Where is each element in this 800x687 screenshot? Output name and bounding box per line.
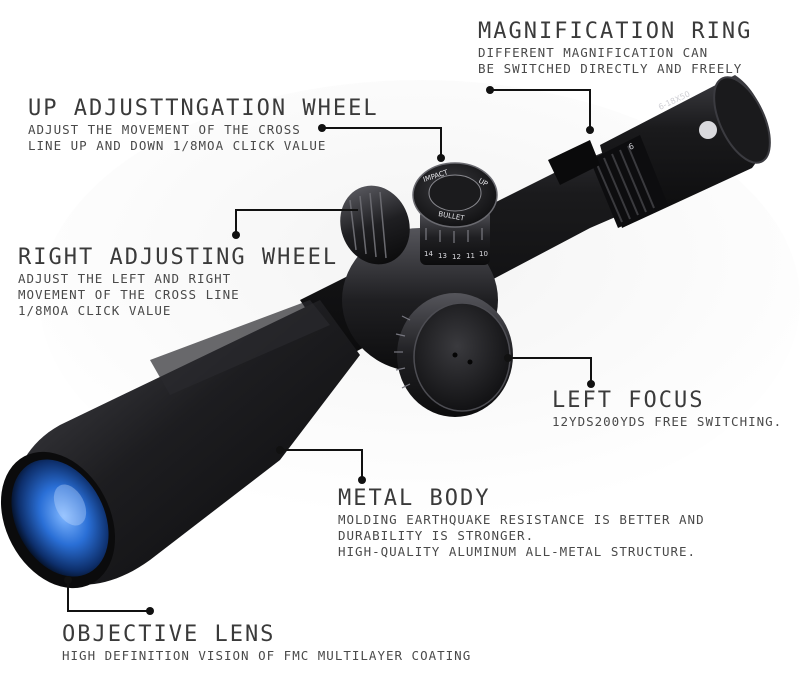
lens-reflection [53, 484, 87, 526]
throw-lever [548, 140, 600, 185]
callout-line: MOLDING EARTHQUAKE RESISTANCE IS BETTER … [338, 512, 705, 527]
elevation-number-10: 10 [479, 250, 488, 258]
callout-line: ADJUST THE MOVEMENT OF THE CROSS [28, 122, 301, 137]
callout-objective-lens: OBJECTIVE LENS HIGH DEFINITION VISION OF… [62, 622, 471, 664]
callout-title: LEFT FOCUS [552, 388, 705, 413]
leader-objective [67, 580, 150, 612]
windage-turret [340, 185, 410, 265]
callout-line: LINE UP AND DOWN 1/8MOA CLICK VALUE [28, 138, 327, 153]
callout-title: OBJECTIVE LENS [62, 622, 276, 647]
callout-line: ADJUST THE LEFT AND RIGHT [18, 271, 232, 286]
callout-line: BE SWITCHED DIRECTLY AND FREELY [478, 61, 743, 76]
magnification-knurling [595, 145, 655, 223]
brand-badge [699, 121, 717, 139]
callout-line: MOVEMENT OF THE CROSS LINE [18, 287, 240, 302]
elevation-number-14: 14 [424, 250, 433, 258]
bell-highlight [150, 300, 330, 395]
callout-line: DURABILITY IS STRONGER. [338, 528, 535, 543]
leader-lines [67, 89, 592, 612]
callout-line: DIFFERENT MAGNIFICATION CAN [478, 45, 709, 60]
callout-left-focus: LEFT FOCUS 12YDS200YDS FREE SWITCHING. [552, 388, 782, 430]
callout-line: HIGH DEFINITION VISION OF FMC MULTILAYER… [62, 648, 472, 663]
callout-title: METAL BODY [338, 486, 491, 511]
side-focus-cap [413, 302, 511, 412]
callout-metal-body: METAL BODY MOLDING EARTHQUAKE RESISTANCE… [338, 486, 705, 560]
elevation-scale-ticks [425, 228, 483, 243]
callout-line: HIGH-QUALITY ALUMINUM ALL-METAL STRUCTUR… [338, 544, 697, 559]
eyepiece-end [713, 76, 771, 164]
windage-knurling [349, 191, 387, 259]
side-focus-scale [394, 315, 411, 389]
elevation-number-11: 11 [466, 252, 475, 260]
magnification-ring [590, 135, 668, 228]
elevation-cap-center [428, 174, 482, 212]
elevation-number-13: 13 [438, 252, 447, 260]
callout-right-adjusting-wheel: RIGHT ADJUSTING WHEEL ADJUST THE LEFT AN… [18, 245, 338, 319]
magnification-mark: 6 [627, 142, 635, 152]
leader-dots [64, 86, 595, 615]
leader-right-wheel [235, 209, 358, 235]
objective-lens-glass [11, 459, 109, 577]
callout-line: 1/8MOA CLICK VALUE [18, 303, 172, 318]
callout-title: MAGNIFICATION RING [478, 19, 753, 44]
callout-title: UP ADJUSTTNGATION WHEEL [28, 96, 379, 121]
leader-metal-body [280, 449, 363, 480]
elevation-number-12: 12 [452, 253, 461, 261]
turret-text-up: UP [477, 177, 489, 189]
side-focus-screw [452, 352, 458, 358]
callout-line: 12YDS200YDS FREE SWITCHING. [552, 414, 783, 429]
callout-magnification-ring: MAGNIFICATION RING DIFFERENT MAGNIFICATI… [478, 19, 752, 77]
side-focus-screw [467, 359, 473, 365]
callout-title: RIGHT ADJUSTING WHEEL [18, 245, 339, 270]
leader-up-wheel [322, 127, 442, 158]
callout-up-adjusting-wheel: UP ADJUSTTNGATION WHEEL ADJUST THE MOVEM… [28, 96, 379, 154]
leader-left-focus [508, 357, 592, 384]
leader-magnification [490, 89, 591, 130]
